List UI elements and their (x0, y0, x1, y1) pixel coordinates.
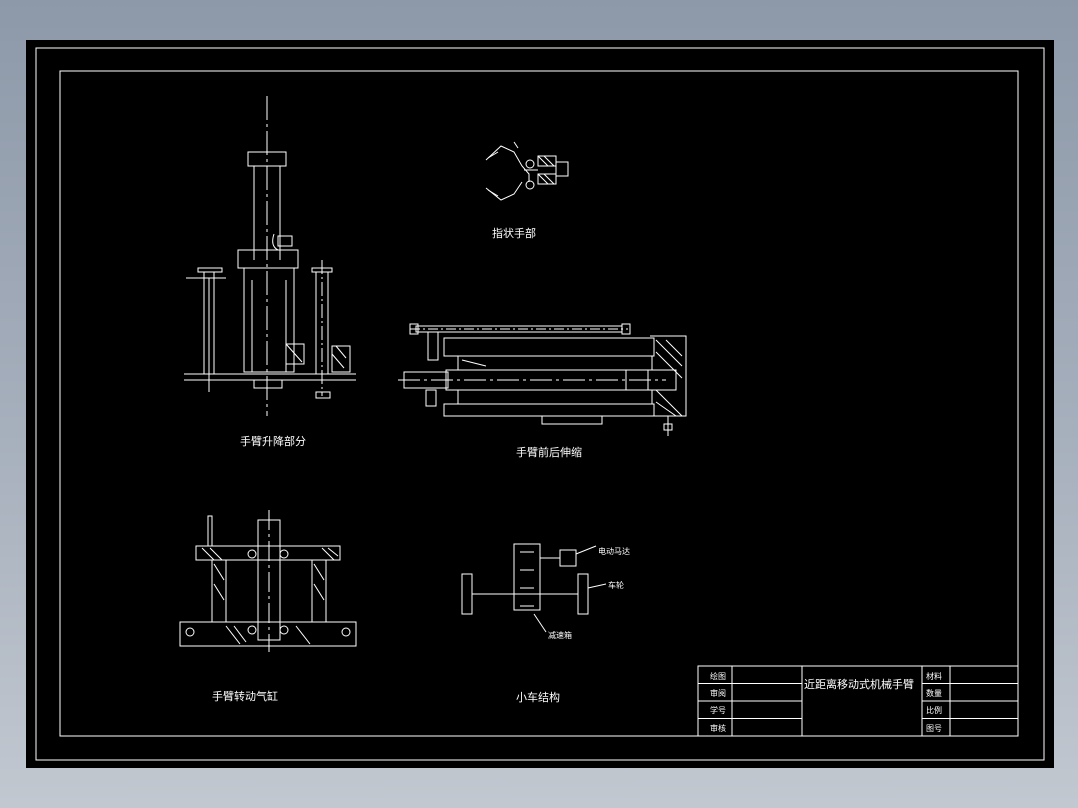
finger-hand-view (485, 141, 569, 201)
arm-rotate-view (179, 510, 357, 652)
tb-quantity-label: 数量 (926, 688, 942, 698)
outer-frame (35, 47, 1045, 761)
callout-wheel: 车轮 (608, 580, 624, 590)
tb-material-label: 材料 (926, 671, 942, 681)
label-arm-extend: 手臂前后伸缩 (516, 445, 582, 459)
callout-motor: 电动马达 (598, 546, 630, 556)
drawing-sheet: 指状手部 手臂升降部分 手臂前后伸缩 手臂转动气缸 小车结构 电动马达 车轮 减… (26, 40, 1054, 768)
inner-frame (59, 70, 1019, 737)
tb-drawn-label: 绘图 (710, 671, 726, 681)
label-cart: 小车结构 (516, 690, 560, 704)
tb-approve-label: 审核 (710, 723, 726, 733)
label-arm-lift: 手臂升降部分 (240, 434, 306, 448)
tb-scale-label: 比例 (926, 705, 942, 715)
cart-view (461, 543, 607, 633)
tb-student-id-label: 学号 (710, 705, 726, 715)
label-arm-rotate: 手臂转动气缸 (212, 689, 278, 703)
tb-review-label: 审阅 (710, 688, 726, 698)
tb-sheet-no-label: 图号 (926, 724, 942, 733)
tb-title: 近距离移动式机械手臂 (804, 677, 914, 691)
cad-drawing: 指状手部 手臂升降部分 手臂前后伸缩 手臂转动气缸 小车结构 电动马达 车轮 减… (35, 47, 1045, 761)
callout-reducer: 减速箱 (548, 630, 572, 640)
title-block (697, 665, 1019, 737)
label-finger-hand: 指状手部 (492, 226, 536, 240)
arm-extend-view (398, 323, 687, 436)
arm-lift-view (184, 96, 356, 416)
